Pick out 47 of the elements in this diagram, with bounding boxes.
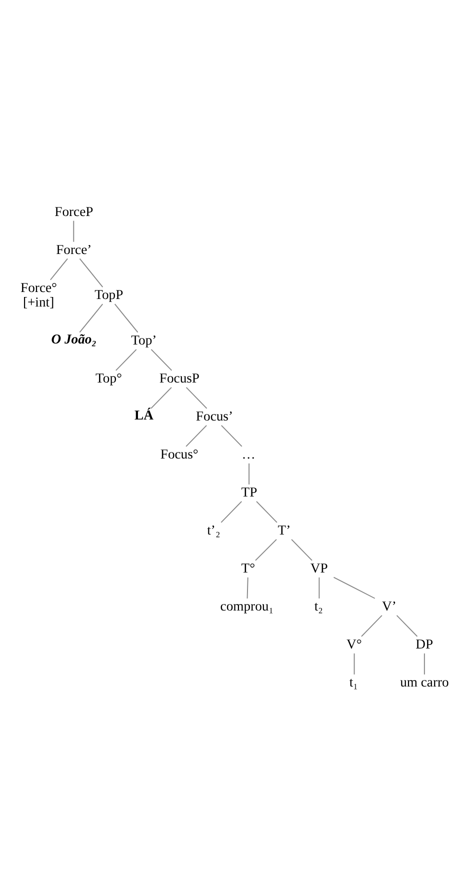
connector [424, 652, 425, 675]
node-text: Top’ [131, 332, 157, 348]
connector [79, 258, 104, 288]
node-text: … [242, 446, 256, 462]
node-text: VP [310, 560, 328, 576]
node-text: Focus° [160, 446, 198, 462]
node-text: t₂ [314, 598, 323, 614]
node-text: T’ [278, 522, 291, 538]
connector [79, 304, 104, 333]
node-text: LÁ [134, 407, 154, 422]
connector [396, 614, 418, 637]
node-text: FocusP [159, 370, 200, 386]
connector [73, 220, 74, 242]
connector [115, 348, 137, 371]
connector [150, 348, 172, 371]
connector [354, 652, 355, 675]
connector [318, 576, 320, 599]
node-text: TopP [94, 287, 124, 302]
connector [360, 614, 382, 637]
connector [220, 424, 242, 447]
connector [256, 500, 278, 523]
node-text: t’₂ [207, 522, 220, 538]
node-text: t₁ [349, 674, 358, 690]
node-text: O João₂ [51, 331, 96, 346]
node-text: comprou₁ [220, 598, 274, 614]
connector [248, 462, 250, 485]
node-text: Force° [+int] [20, 280, 58, 310]
node-text: Force’ [56, 242, 92, 257]
node-text: ForceP [54, 204, 94, 219]
node-text: Top° [96, 370, 122, 386]
node-text: DP [416, 636, 434, 652]
connector [50, 258, 68, 280]
connector [333, 576, 376, 599]
node-text: V’ [382, 598, 396, 614]
connector [150, 386, 172, 409]
connector [114, 304, 138, 333]
node-text: um carro [400, 674, 449, 690]
connector [246, 576, 248, 599]
connector [186, 386, 208, 409]
connector [220, 500, 242, 523]
node-text: V° [346, 636, 362, 652]
node-text: Focus’ [196, 408, 234, 424]
node-text: TP [241, 484, 258, 500]
connector [186, 424, 208, 447]
connector [291, 538, 312, 561]
node-text: T° [241, 560, 256, 576]
connector [254, 538, 277, 561]
